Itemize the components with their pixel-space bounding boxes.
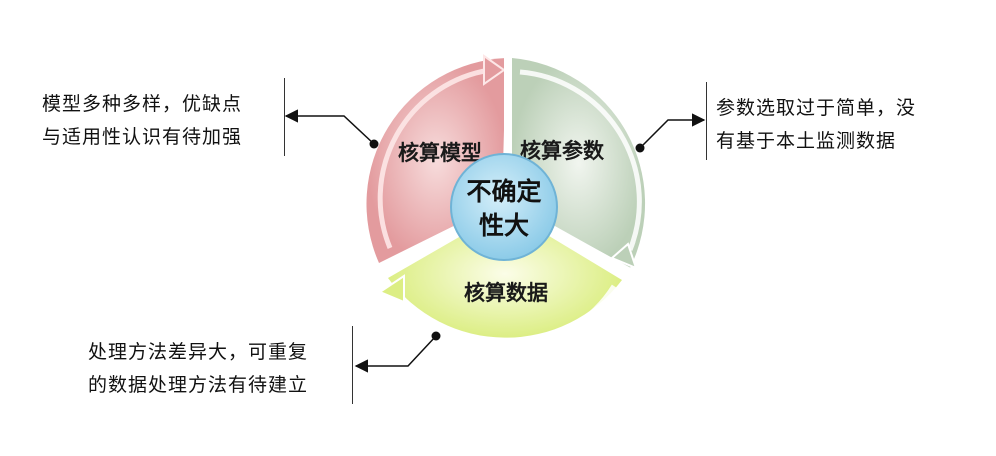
note-data-line2: 的数据处理方法有待建立 [88,374,309,396]
segment-data-arrow-arc [395,284,617,350]
center-text-line2: 性大 [479,211,529,240]
note-model-bracket [284,78,285,156]
center-text-line1: 不确定 [466,177,541,206]
note-params-line2: 有基于本土监测数据 [716,130,897,152]
connector-data [354,331,441,373]
segment-model-arrow-arc [377,67,491,249]
note-data-line1: 处理方法差异大，可重复 [88,341,309,363]
note-model: 模型多种多样，优缺点 与适用性认识有待加强 [42,88,242,154]
segment-data: 核算数据 [377,210,622,350]
connector-model [284,109,379,149]
connector-params-line [639,113,706,149]
note-data: 处理方法差异大，可重复 的数据处理方法有待建立 [88,336,308,402]
connector-params [635,113,706,153]
segment-params-arrowhead [610,242,638,270]
note-params-bracket [706,82,707,160]
note-params: 参数选取过于简单，没 有基于本土监测数据 [716,92,916,158]
segment-model-label: 核算模型 [398,141,482,165]
note-model-line1: 模型多种多样，优缺点 [42,93,243,115]
note-model-line2: 与适用性认识有待加强 [42,126,243,148]
segment-params-arrow-arc [519,69,642,251]
segment-data-arrowhead [377,274,405,304]
note-data-bracket [352,326,353,404]
segment-data-label: 核算数据 [464,281,548,305]
center-circle: 不确定 性大 [450,153,558,261]
segment-model-arrowhead [483,54,506,86]
connector-data-line [354,335,437,373]
segment-data-shape [388,210,622,338]
segment-params-label: 核算参数 [520,139,605,163]
note-params-line1: 参数选取过于简单，没 [716,97,917,119]
connector-model-line [284,109,375,145]
